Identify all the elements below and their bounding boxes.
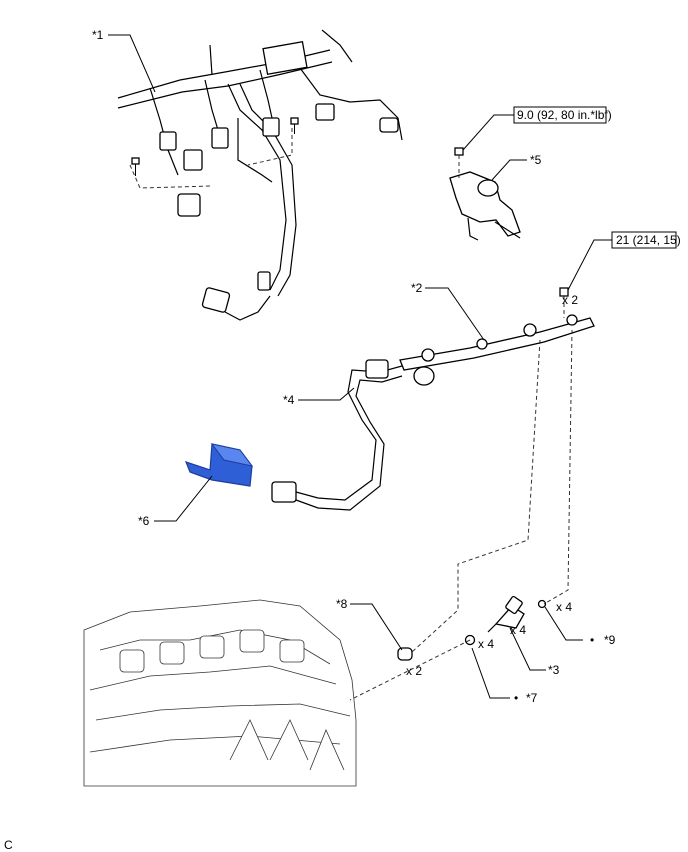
torque-box-pipe-bolt: 21 (214, 15) xyxy=(611,231,681,249)
qty-o-rings-lower: x 4 xyxy=(478,637,494,651)
torque-spec-1: 9.0 (92, 80 in.*lbf) xyxy=(517,108,612,122)
callout-9: *9 xyxy=(604,633,616,647)
torque-spec-2: 21 (214, 15) xyxy=(616,233,681,247)
engine-block xyxy=(83,599,357,787)
fuel-hose xyxy=(271,359,435,511)
alignment-lines xyxy=(349,329,573,701)
leader-lines xyxy=(108,34,612,699)
qty-insulators: x 2 xyxy=(406,664,422,678)
harness-bolt-right-icon xyxy=(290,117,299,134)
callout-5: *5 xyxy=(530,153,542,167)
qty-injectors: x 4 xyxy=(510,623,526,637)
fuel-delivery-pipe xyxy=(399,287,595,371)
callout-1: *1 xyxy=(92,28,104,42)
callout-2: *2 xyxy=(411,281,423,295)
torque-box-bracket-bolt: 9.0 (92, 80 in.*lbf) xyxy=(513,106,612,124)
fuel-injector xyxy=(487,595,525,633)
o-ring-upper-icon xyxy=(537,599,547,609)
harness-bolt-left-icon xyxy=(131,157,140,176)
qty-o-rings-upper: x 4 xyxy=(556,600,572,614)
bracket-assembly xyxy=(449,147,521,241)
bullet-7: • xyxy=(514,691,518,705)
callout-6: *6 xyxy=(138,514,150,528)
callout-7: *7 xyxy=(526,691,538,705)
callout-3: *3 xyxy=(548,663,560,677)
engine-wire-harness xyxy=(117,29,403,321)
highlighted-cover-part xyxy=(184,443,254,487)
figure-code: C xyxy=(4,838,13,852)
callout-8: *8 xyxy=(336,597,348,611)
injector-insulator xyxy=(397,647,413,661)
qty-bolts: x 2 xyxy=(562,293,578,307)
bullet-9: • xyxy=(590,633,594,647)
callout-4: *4 xyxy=(283,393,295,407)
